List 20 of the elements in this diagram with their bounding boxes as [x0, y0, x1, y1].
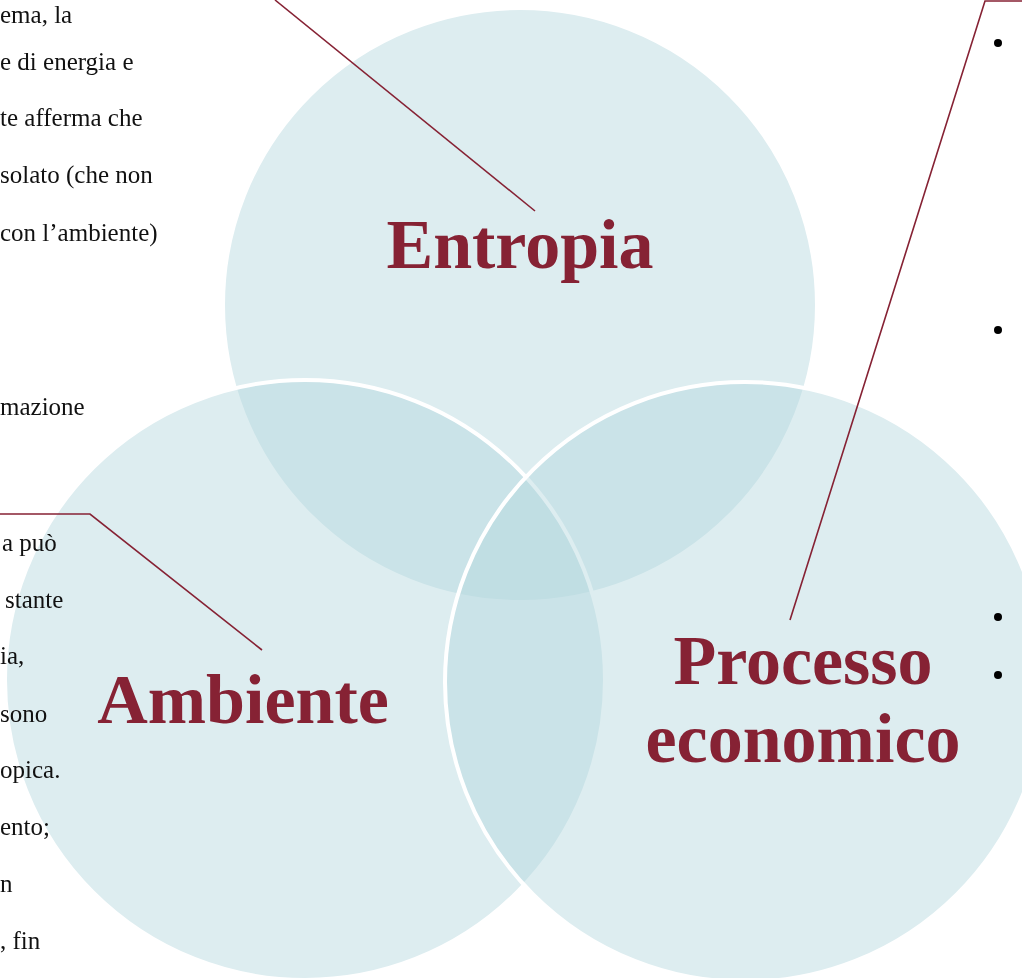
text-line: n: [0, 869, 13, 899]
leader-line: [789, 0, 1022, 621]
text-line: sono: [0, 699, 48, 729]
circle-title: Entropia: [385, 206, 655, 284]
text-line: opica.: [0, 755, 61, 785]
text-line: ema, la: [0, 0, 73, 30]
text-line: stante: [5, 585, 64, 615]
text-line: mazione: [0, 392, 85, 422]
leader-line: [0, 513, 263, 651]
text-line: ia,: [0, 641, 25, 671]
text-line: con l’ambiente): [0, 218, 158, 248]
text-line: e di energia e: [0, 47, 134, 77]
text-line: , fin: [0, 926, 41, 956]
leader-line: [274, 0, 536, 212]
circle-title: Processo economico: [644, 622, 962, 778]
text-line: te afferma che: [0, 103, 143, 133]
text-line: ento;: [0, 812, 50, 842]
text-line: solato (che non: [0, 160, 153, 190]
text-line: a può: [2, 528, 57, 558]
circle-title: Ambiente: [96, 661, 390, 739]
